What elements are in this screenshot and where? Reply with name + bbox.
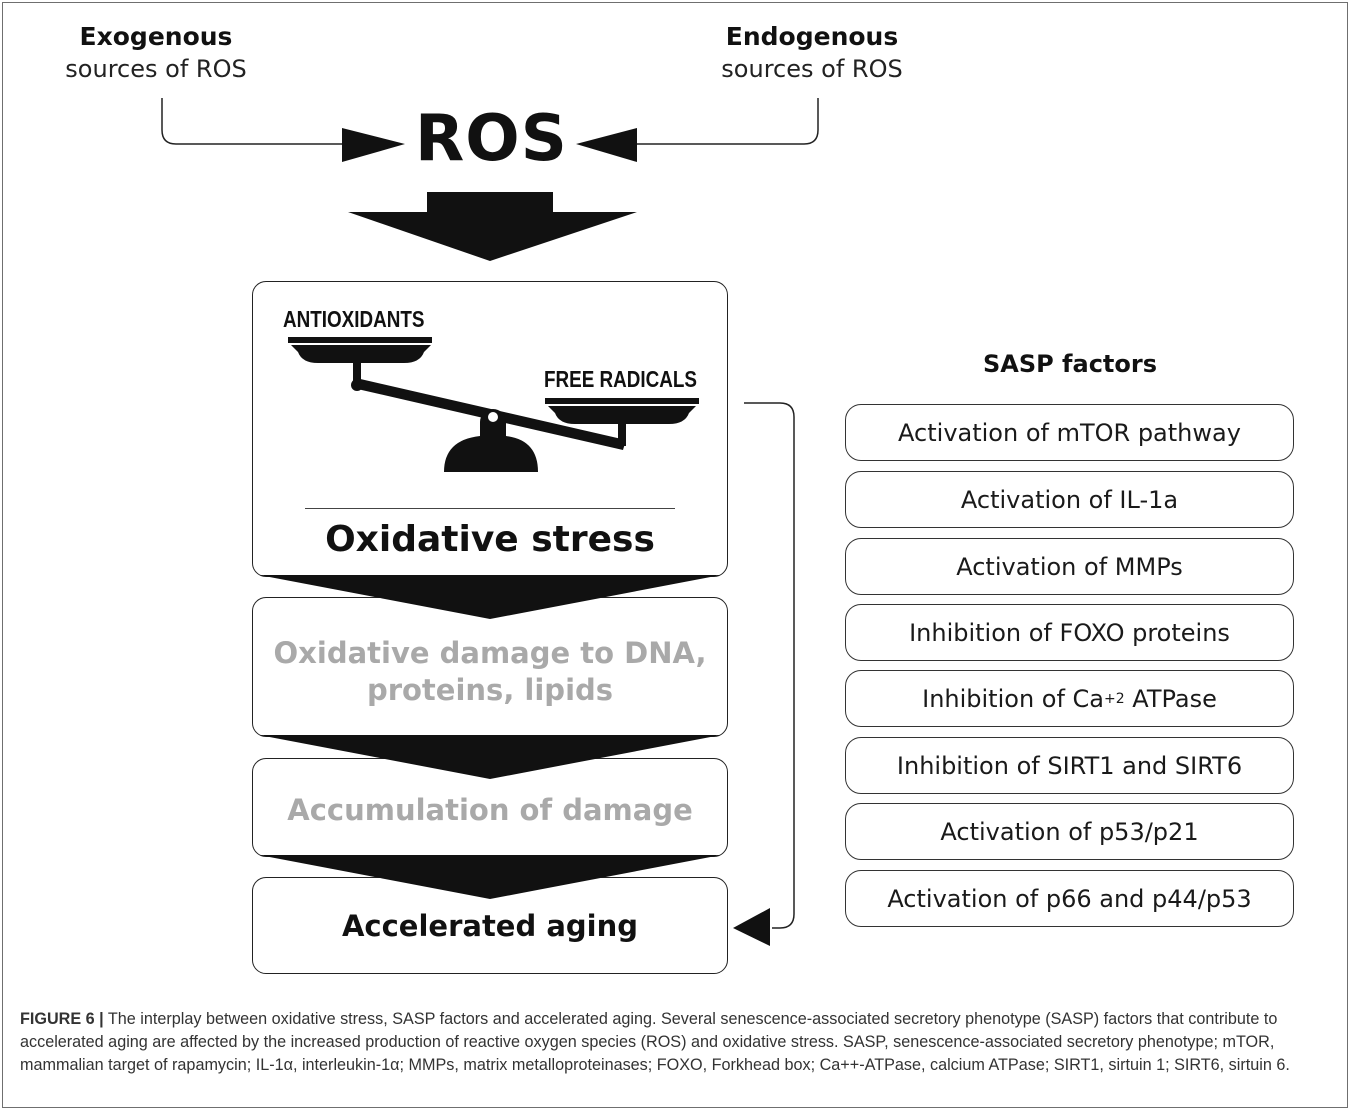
- diagram-connectors: [161, 98, 819, 946]
- endogenous-title: Endogenous: [725, 22, 899, 51]
- scale-left-pan-rim: [288, 337, 432, 343]
- antioxidants-label: ANTIOXIDANTS: [283, 306, 425, 332]
- exogenous-subtitle: sources of ROS: [65, 55, 247, 83]
- endogenous-subtitle: sources of ROS: [721, 55, 903, 83]
- ca-superscript: +2: [1104, 690, 1125, 707]
- scale-left-pan: [291, 345, 431, 363]
- balance-scale-icon: [288, 337, 699, 472]
- sasp-item: Activation of p66 and p44/p53: [845, 870, 1294, 927]
- diagram: Exogenous sources of ROS Endogenous sour…: [65, 22, 1294, 974]
- scale-base: [444, 409, 538, 472]
- exogenous-arrowhead: [342, 128, 405, 162]
- figure-caption: FIGURE 6 | The interplay between oxidati…: [20, 1008, 1330, 1077]
- ros-label: ROS: [415, 102, 568, 176]
- scale-right-post: [618, 424, 626, 446]
- feedback-connector: [744, 402, 795, 929]
- sasp-item: Activation of mTOR pathway: [845, 404, 1294, 461]
- sasp-item: Activation of MMPs: [845, 538, 1294, 595]
- funnel-arrows: [259, 575, 721, 899]
- sasp-item: Inhibition of Ca+2 ATPase: [845, 670, 1294, 727]
- endogenous-connector: [636, 98, 819, 145]
- scale-divider: [305, 508, 675, 509]
- sasp-item: Activation of IL-1a: [845, 471, 1294, 528]
- accumulation-box: Accumulation of damage: [252, 758, 728, 857]
- caption-label: FIGURE 6 |: [20, 1010, 104, 1028]
- scale-left-post: [353, 363, 361, 385]
- sasp-title: SASP factors: [982, 350, 1158, 378]
- caption-text: The interplay between oxidative stress, …: [20, 1010, 1290, 1074]
- accumulation-label: Accumulation of damage: [287, 793, 693, 827]
- sasp-item: Inhibition of SIRT1 and SIRT6: [845, 737, 1294, 794]
- scale-right-pan: [548, 406, 696, 424]
- feedback-arrowhead: [733, 908, 770, 946]
- oxidative-damage-label-2: proteins, lipids: [366, 673, 614, 707]
- accelerated-aging-box: Accelerated aging: [252, 877, 728, 974]
- oxidative-damage-box: Oxidative damage to DNA, proteins, lipid…: [252, 597, 728, 737]
- funnel-arrow-2: [259, 735, 721, 779]
- free-radicals-label: FREE RADICALS: [544, 366, 697, 392]
- sasp-item: Inhibition of FOXO proteins: [845, 604, 1294, 661]
- oxidative-stress-label: Oxidative stress: [325, 519, 655, 560]
- scale-base-hole: [488, 412, 498, 422]
- ros-down-arrow: [348, 192, 637, 261]
- scale-right-pan-rim: [545, 398, 699, 404]
- accelerated-aging-label: Accelerated aging: [341, 909, 639, 943]
- endogenous-arrowhead: [576, 128, 637, 162]
- oxidative-damage-label: Oxidative damage to DNA,: [273, 636, 707, 670]
- exogenous-connector: [161, 98, 345, 145]
- funnel-arrow-3: [259, 855, 721, 899]
- funnel-arrow-1: [259, 575, 721, 619]
- sasp-item: Activation of p53/p21: [845, 803, 1294, 860]
- exogenous-title: Exogenous: [79, 22, 233, 51]
